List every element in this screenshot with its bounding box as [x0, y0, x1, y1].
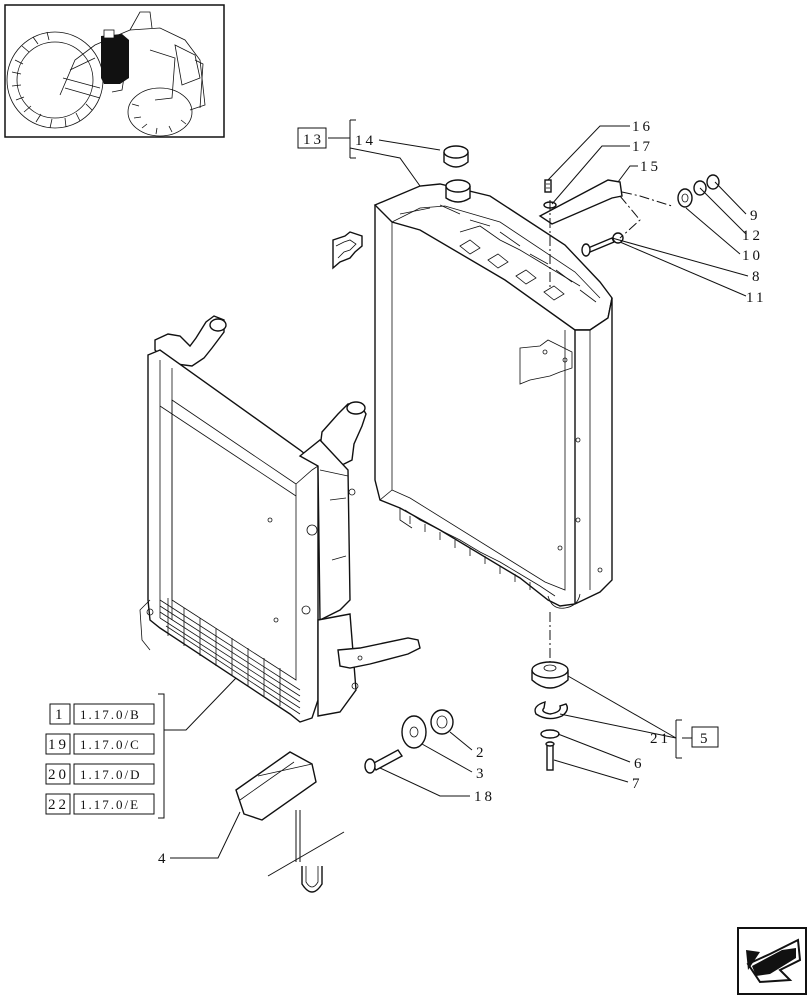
callout-8: 8 [752, 269, 763, 285]
bolt-18 [364, 749, 404, 774]
clip-21 [534, 700, 569, 720]
callout-18: 18 [474, 789, 495, 805]
ref-22[interactable]: 1.17.0/E [80, 797, 140, 812]
washer-6 [540, 729, 560, 739]
next-page-arrow-icon[interactable] [737, 927, 807, 995]
callout-17: 17 [632, 139, 653, 155]
callout-16: 16 [632, 119, 653, 135]
callout-11: 11 [746, 290, 766, 306]
callout-12: 12 [742, 228, 763, 244]
callout-15: 15 [640, 159, 661, 175]
ref-1[interactable]: 1.17.0/B [80, 707, 141, 722]
callout-19: 19 [48, 737, 69, 753]
callout-14: 14 [355, 133, 376, 149]
washer-3 [401, 715, 427, 749]
radiator-cap [443, 145, 469, 168]
callout-4: 4 [158, 851, 169, 867]
callout-5: 5 [700, 731, 711, 747]
callout-20: 20 [48, 767, 69, 783]
callout-1: 1 [55, 707, 66, 723]
callout-labels: 13 14 16 17 15 9 12 10 8 11 5 21 6 7 2 3… [45, 119, 766, 867]
bracket-15 [538, 179, 623, 225]
ref-19[interactable]: 1.17.0/C [80, 737, 141, 752]
bolt-7 [545, 741, 555, 771]
washer-11 [612, 232, 624, 244]
ref-20[interactable]: 1.17.0/D [80, 767, 142, 782]
callout-22: 22 [48, 797, 69, 813]
rubber-mount [531, 661, 569, 689]
bolt-8 [581, 237, 615, 257]
radiator-assembly [332, 179, 613, 609]
bushing-2 [430, 709, 454, 735]
callout-7: 7 [632, 776, 643, 792]
callout-2: 2 [476, 745, 487, 761]
callout-3: 3 [476, 766, 487, 782]
callout-6: 6 [634, 756, 645, 772]
callout-9: 9 [750, 208, 761, 224]
grommet-set [677, 174, 720, 208]
intercooler-assembly [139, 315, 421, 723]
tractor-location-thumbnail [4, 4, 225, 138]
callout-10: 10 [742, 248, 763, 264]
seal-strip-4 [235, 751, 323, 893]
screw-16 [544, 179, 552, 193]
callout-13: 13 [303, 132, 324, 148]
callout-21: 21 [650, 731, 671, 747]
leader-lines [158, 119, 749, 877]
